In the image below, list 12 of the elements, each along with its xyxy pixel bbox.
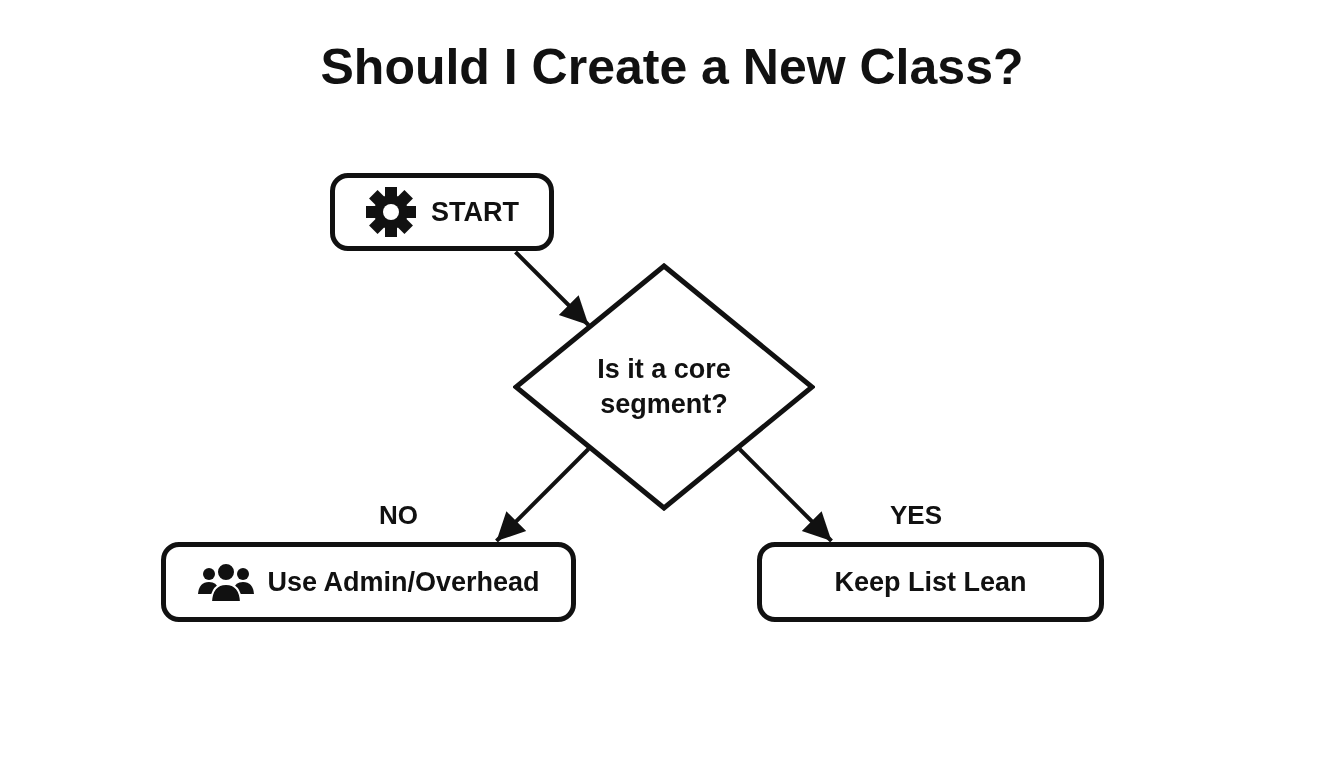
process-box <box>330 173 554 251</box>
decision-diamond <box>513 263 815 511</box>
decision-text: Is it a core segment? <box>596 352 732 421</box>
step-label: START <box>431 196 519 228</box>
process-box <box>161 542 576 622</box>
arrow <box>514 250 590 327</box>
step-label: Use Admin/Overhead <box>267 566 540 598</box>
title: Should I Create a New Class? <box>320 38 1024 96</box>
arrow <box>495 447 590 543</box>
arrow <box>738 447 833 543</box>
process-box <box>757 542 1104 622</box>
step-label: Keep List Lean <box>834 566 1027 598</box>
